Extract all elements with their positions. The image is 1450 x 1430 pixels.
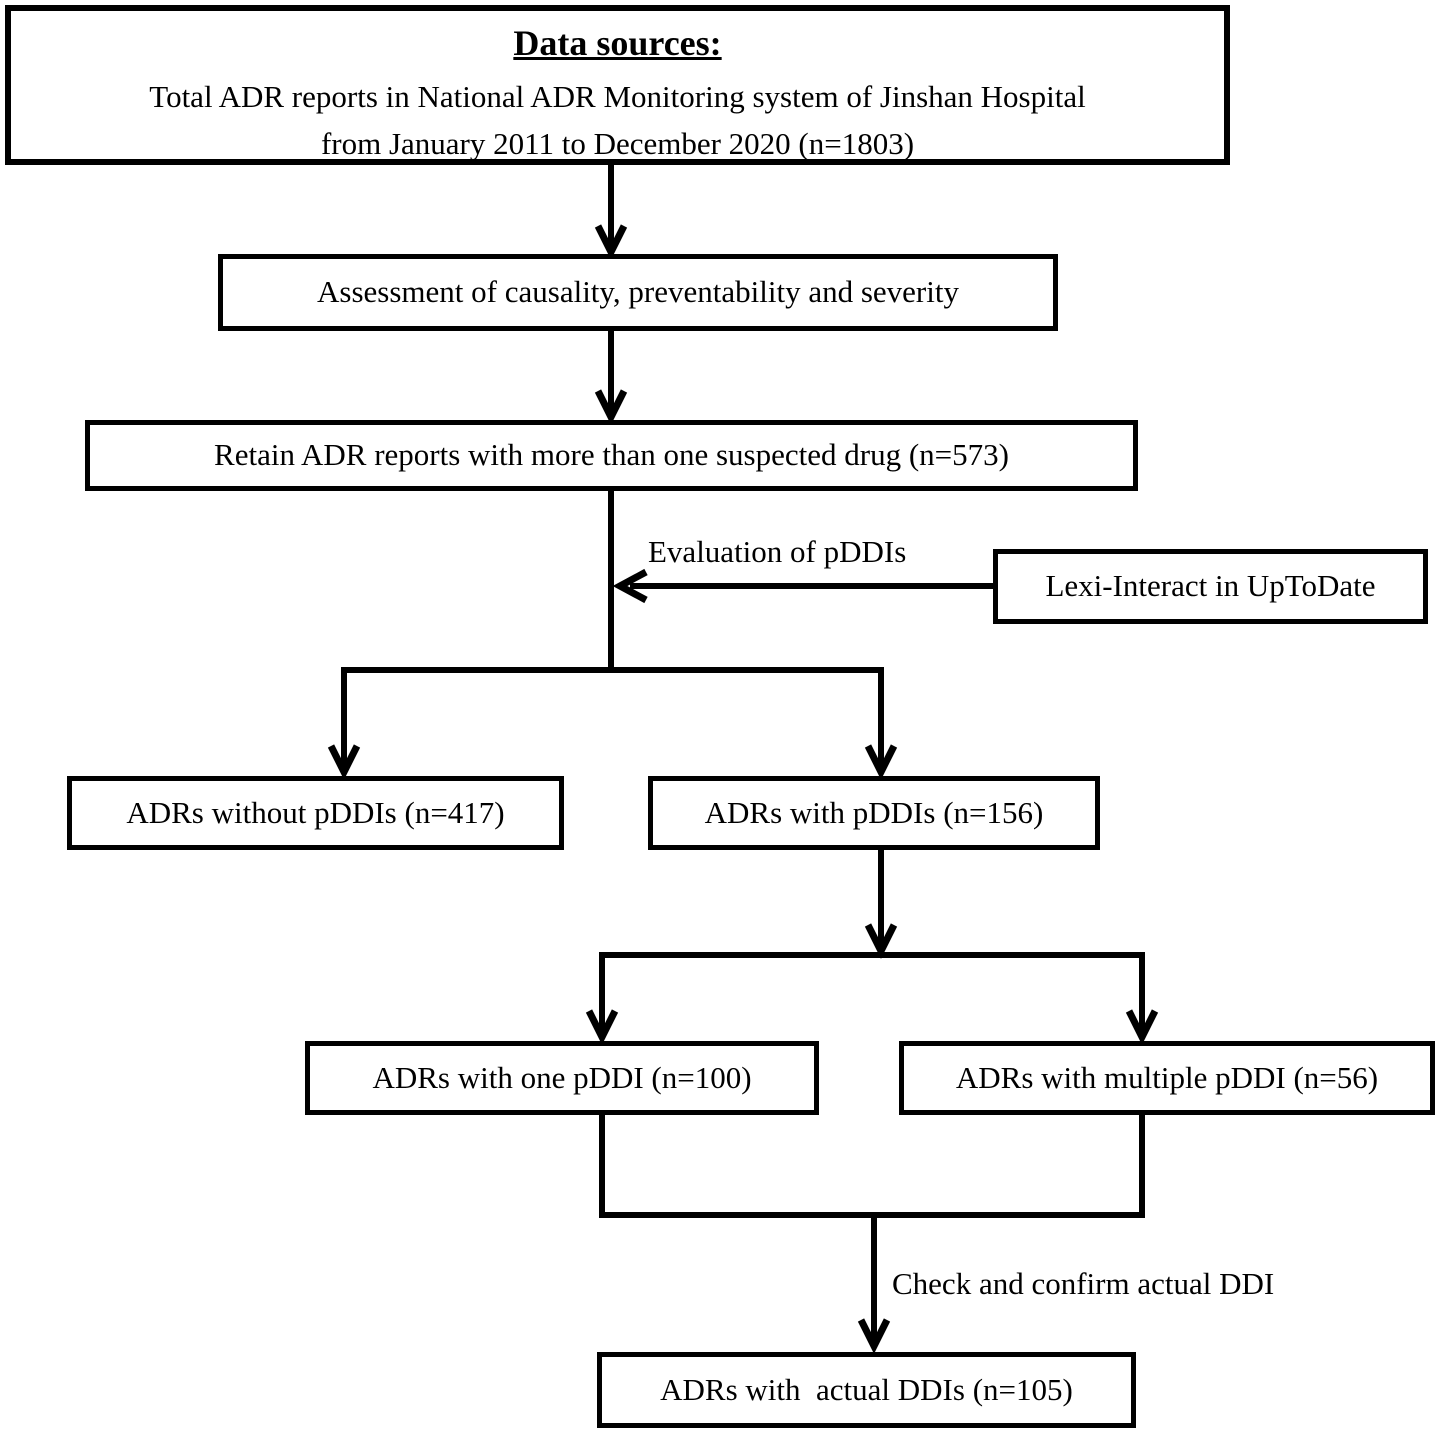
node-adrs-with-pddis-label: ADRs with pDDIs (n=156) [704,794,1044,830]
arrow-datasources-to-assessment-head [594,224,628,260]
node-adrs-one-pddi-label: ADRs with one pDDI (n=100) [372,1059,752,1095]
arrow-lexi-head [612,568,648,604]
node-retain-adr-reports: Retain ADR reports with more than one su… [85,420,1138,491]
arrow-assessment-to-retain-head [594,389,628,425]
arrow-actual-head [857,1318,891,1354]
data-sources-title: Data sources: [513,23,722,63]
node-assessment: Assessment of causality, preventability … [218,254,1058,331]
data-sources-line2: from January 2011 to December 2020 (n=18… [320,125,915,161]
node-adrs-multiple-pddi: ADRs with multiple pDDI (n=56) [899,1041,1435,1115]
node-adrs-with-pddis: ADRs with pDDIs (n=156) [648,776,1100,850]
node-data-sources: Data sources: Total ADR reports in Natio… [5,5,1230,165]
node-adrs-multiple-pddi-label: ADRs with multiple pDDI (n=56) [955,1059,1379,1095]
node-lexi-interact: Lexi-Interact in UpToDate [993,549,1428,624]
arrow-branch1-right-head [864,744,898,780]
arrow-branch1-left-head [327,744,361,780]
node-adrs-without-pddis-label: ADRs without pDDIs (n=417) [126,794,505,830]
arrow-branch2-left-head [585,1009,619,1045]
arrow-branch2-right-head [1125,1009,1159,1045]
node-lexi-label: Lexi-Interact in UpToDate [1045,568,1376,604]
edge-label-evaluation-of-pddis: Evaluation of pDDIs [648,534,907,570]
node-retain-label: Retain ADR reports with more than one su… [214,437,1009,473]
node-adrs-one-pddi: ADRs with one pDDI (n=100) [305,1041,819,1115]
node-adrs-without-pddis: ADRs without pDDIs (n=417) [67,776,564,850]
node-adrs-actual-ddis-label: ADRs with actual DDIs (n=105) [660,1371,1073,1407]
node-assessment-label: Assessment of causality, preventability … [317,274,959,310]
edge-label-check-confirm-ddi: Check and confirm actual DDI [892,1266,1275,1302]
arrow-withpddis-head [864,923,898,959]
data-sources-line1: Total ADR reports in National ADR Monito… [149,79,1086,114]
node-adrs-actual-ddis: ADRs with actual DDIs (n=105) [597,1352,1136,1428]
